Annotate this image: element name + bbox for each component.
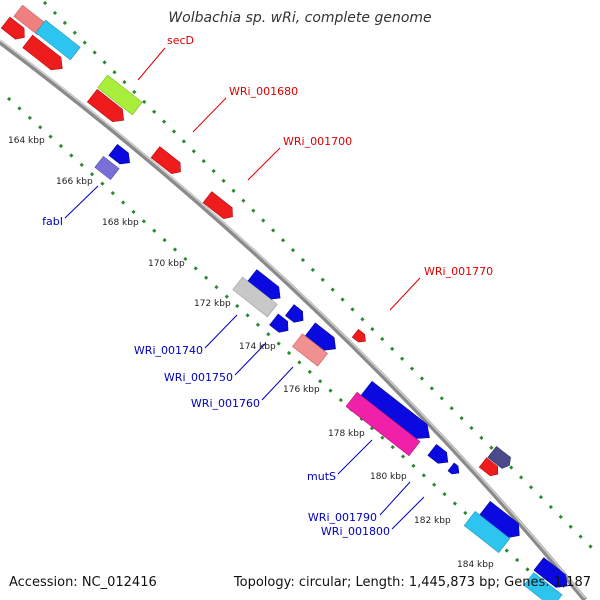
gene-wri-001700 bbox=[202, 191, 233, 219]
leader-wri-001770 bbox=[389, 277, 421, 311]
label-muts: mutS bbox=[307, 470, 336, 483]
label-secd: secD bbox=[167, 34, 194, 47]
gene-blue-c bbox=[285, 304, 304, 323]
label-wri-001790: WRi_001790 bbox=[308, 511, 377, 524]
leader-wri-001790 bbox=[379, 481, 411, 516]
map-title: Wolbachia sp. wRi, complete genome bbox=[168, 10, 432, 26]
leader-muts bbox=[337, 439, 373, 475]
gene-cyan-bottom bbox=[463, 511, 511, 553]
genome-backbone bbox=[0, 40, 587, 600]
leader-secd bbox=[137, 47, 166, 81]
gene-cyan-top bbox=[35, 19, 81, 61]
gene-wri-001750 bbox=[269, 313, 289, 333]
label-wri-001760: WRi_001760 bbox=[191, 397, 260, 410]
leader-wri-001680 bbox=[192, 97, 227, 133]
gene-secd bbox=[97, 74, 143, 116]
accession-text: Accession: NC_012416 bbox=[9, 575, 157, 590]
gene-wri-001760 bbox=[292, 333, 328, 367]
tick-174-kbp: 174 kbp bbox=[239, 342, 276, 352]
gene-wri-001790 bbox=[427, 443, 449, 464]
gene-red-right bbox=[478, 457, 499, 477]
dotted-track-outer bbox=[42, 0, 594, 550]
gene-blue-d bbox=[305, 322, 336, 351]
gene-blue-b bbox=[246, 269, 281, 300]
tick-164-kbp: 164 kbp bbox=[8, 136, 45, 146]
leader-wri-001760 bbox=[261, 366, 294, 401]
label-wri-001700: WRi_001700 bbox=[283, 135, 352, 148]
tick-178-kbp: 178 kbp bbox=[328, 429, 365, 439]
gene-blue-g bbox=[533, 557, 568, 588]
gene-navy-right bbox=[487, 445, 511, 469]
topology-text: Topology: circular; Length: 1,445,873 bp… bbox=[233, 575, 591, 590]
tick-180-kbp: 180 kbp bbox=[370, 472, 407, 482]
tick-168-kbp: 168 kbp bbox=[102, 218, 139, 228]
dotted-track-inner bbox=[6, 96, 550, 590]
tick-166-kbp: 166 kbp bbox=[56, 177, 93, 187]
label-wri-001770: WRi_001770 bbox=[424, 265, 493, 278]
label-wri-001750: WRi_001750 bbox=[164, 371, 233, 384]
gene-wri-001740 bbox=[232, 276, 278, 318]
gene-red-c bbox=[150, 146, 181, 174]
gene-blue-f bbox=[478, 501, 520, 538]
gene-red-a bbox=[0, 16, 25, 40]
gene-pink-top bbox=[13, 4, 47, 36]
leader-fabi bbox=[64, 185, 99, 219]
gene-wri-001800 bbox=[447, 462, 460, 475]
tick-176-kbp: 176 kbp bbox=[283, 385, 320, 395]
tick-184-kbp: 184 kbp bbox=[457, 560, 494, 570]
label-wri-001800: WRi_001800 bbox=[321, 525, 390, 538]
leader-wri-001740 bbox=[204, 314, 238, 349]
gene-blue-e bbox=[360, 380, 430, 439]
gene-muts bbox=[345, 391, 421, 457]
tick-172-kbp: 172 kbp bbox=[194, 299, 231, 309]
gene-wri-001680 bbox=[86, 89, 125, 122]
tick-170-kbp: 170 kbp bbox=[148, 259, 185, 269]
gene-blue-a bbox=[108, 143, 130, 165]
leader-wri-001750 bbox=[234, 342, 267, 376]
tick-182-kbp: 182 kbp bbox=[414, 516, 451, 526]
label-wri-001740: WRi_001740 bbox=[134, 344, 203, 357]
gene-wri-001770 bbox=[351, 329, 366, 343]
gene-cyan-corner bbox=[523, 572, 563, 600]
gene-fabi bbox=[94, 155, 120, 181]
gene-red-b bbox=[22, 34, 63, 71]
leader-wri-001800 bbox=[391, 496, 425, 530]
label-fabi: fabI bbox=[42, 215, 63, 228]
leader-wri-001700 bbox=[247, 147, 281, 181]
label-wri-001680: WRi_001680 bbox=[229, 85, 298, 98]
